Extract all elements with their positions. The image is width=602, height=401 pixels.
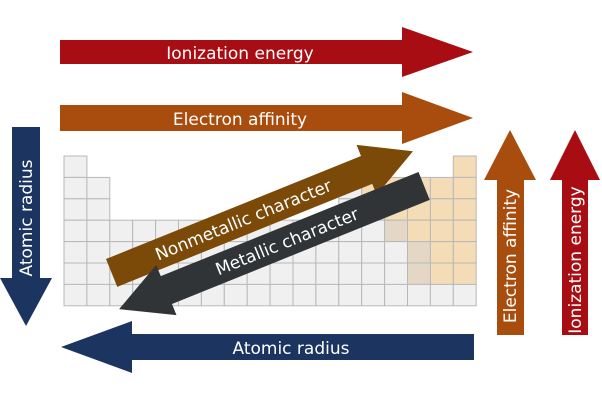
element-cell [452, 219, 477, 243]
element-cell [86, 176, 111, 200]
element-cell [63, 219, 88, 243]
atomic-radius-arrow-bottom: Atomic radius [61, 321, 474, 373]
element-cell [292, 283, 317, 307]
element-cell [63, 176, 88, 200]
element-cell [429, 219, 454, 243]
element-cell [429, 198, 454, 221]
atomic-radius-label-left: Atomic radius [17, 159, 37, 276]
element-cell [338, 283, 363, 307]
element-cell [407, 262, 431, 285]
element-cell [429, 176, 454, 200]
element-cell [429, 283, 454, 307]
element-cell [86, 262, 111, 285]
electron-affinity-arrow-right: Electron affinity [484, 130, 536, 335]
element-cell [315, 241, 340, 264]
element-cell [86, 198, 111, 221]
element-cell [63, 283, 88, 307]
element-cell [384, 241, 409, 264]
ionization-energy-arrow-right: Ionization energy [550, 130, 600, 335]
element-cell [452, 198, 477, 221]
element-cell [269, 262, 294, 285]
element-cell [452, 241, 477, 264]
element-cell [63, 198, 88, 221]
element-cell [452, 155, 477, 178]
electron-affinity-label-right: Electron affinity [501, 189, 521, 323]
element-cell [292, 262, 317, 285]
element-cell [407, 219, 431, 243]
element-cell [109, 219, 134, 243]
element-cell [361, 262, 386, 285]
element-cell [86, 219, 111, 243]
element-cell [86, 283, 111, 307]
element-cell [63, 241, 88, 264]
element-cell [63, 155, 88, 178]
element-cell [429, 241, 454, 264]
atomic-radius-label-bottom: Atomic radius [233, 339, 350, 359]
electron-affinity-label-top: Electron affinity [173, 110, 307, 130]
element-cell [338, 262, 363, 285]
element-cell [452, 262, 477, 285]
electron-affinity-arrow-top: Electron affinity [60, 92, 473, 144]
atomic-radius-arrow-left: Atomic radius [0, 127, 52, 326]
ionization-energy-label-right: Ionization energy [566, 186, 586, 333]
element-cell [223, 283, 248, 307]
element-cell [407, 241, 431, 264]
element-cell [384, 283, 409, 307]
element-cell [452, 176, 477, 200]
ionization-energy-arrow-top: Ionization energy [60, 27, 473, 77]
element-cell [338, 241, 363, 264]
element-cell [361, 241, 386, 264]
element-cell [269, 283, 294, 307]
element-cell [361, 283, 386, 307]
element-cell [384, 262, 409, 285]
element-cell [246, 283, 271, 307]
element-cell [315, 262, 340, 285]
element-cell [63, 262, 88, 285]
ionization-energy-label-top: Ionization energy [166, 44, 313, 64]
element-cell [132, 219, 157, 243]
element-cell [407, 283, 431, 307]
element-cell [384, 219, 409, 243]
element-cell [429, 262, 454, 285]
element-cell [452, 283, 477, 307]
element-cell [315, 283, 340, 307]
